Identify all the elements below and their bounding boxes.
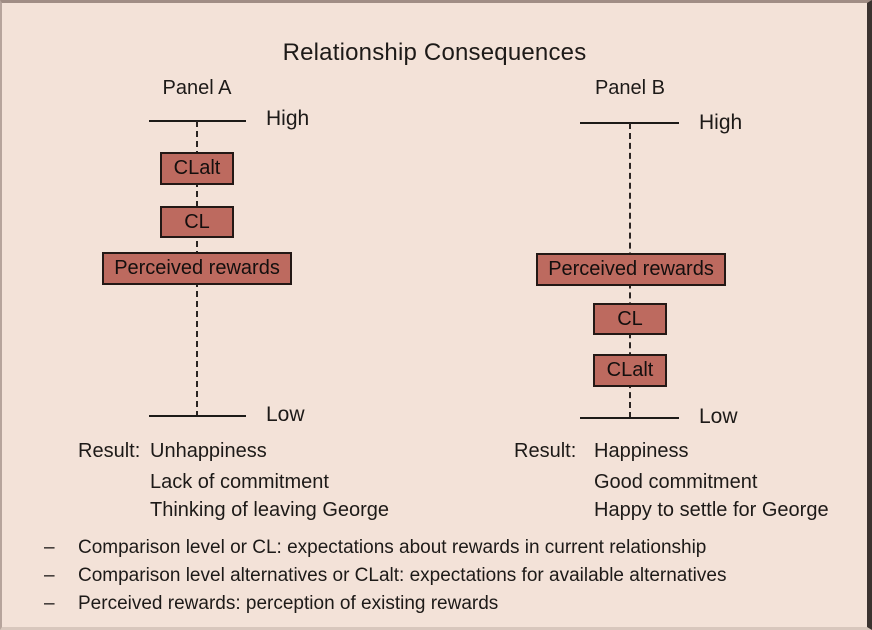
panel-b-box-cl[interactable]: CL	[593, 303, 667, 335]
panel-b-result-line-2: Good commitment	[594, 471, 758, 493]
legend-item: – Comparison level or CL: expectations a…	[44, 534, 844, 562]
panel-b-result-line-1: Happiness	[594, 440, 689, 462]
panel-b-low-label: Low	[699, 405, 738, 428]
panel-a-box-cl[interactable]: CL	[160, 206, 234, 238]
panel-a-low-tick	[149, 415, 246, 417]
panel-b-result-label: Result:	[514, 440, 577, 462]
legend-item-text: Perceived rewards: perception of existin…	[78, 593, 499, 614]
panel-b-box-clalt[interactable]: CLalt	[593, 354, 667, 387]
panel-a-box-perceived-rewards[interactable]: Perceived rewards	[102, 252, 292, 285]
panel-a-result-line-3: Thinking of leaving George	[150, 499, 390, 521]
legend-dash-icon: –	[44, 565, 55, 586]
legend-item-text: Comparison level or CL: expectations abo…	[78, 537, 707, 558]
panel-a-title: Panel A	[162, 77, 232, 99]
panel-a-result-line-2: Lack of commitment	[150, 471, 329, 493]
panel-b-box-perceived-rewards[interactable]: Perceived rewards	[536, 253, 726, 286]
panel-a-box-clalt[interactable]: CLalt	[160, 152, 234, 185]
panel-b-high-label: High	[699, 111, 743, 134]
panel-a-result-line-1: Unhappiness	[150, 440, 267, 462]
legend-item-text: Comparison level alternatives or CLalt: …	[78, 565, 727, 586]
panel-b-result-line-3: Happy to settle for George	[594, 499, 829, 521]
panel-b-title: Panel B	[594, 77, 666, 99]
panel-a-low-label: Low	[266, 403, 305, 426]
panel-b-low-tick	[580, 417, 679, 419]
legend-dash-icon: –	[44, 593, 55, 614]
figure-title: Relationship Consequences	[282, 39, 587, 66]
legend-list: – Comparison level or CL: expectations a…	[44, 534, 844, 618]
legend-dash-icon: –	[44, 537, 55, 558]
legend-item: – Perceived rewards: perception of exist…	[44, 590, 844, 618]
legend-item: – Comparison level alternatives or CLalt…	[44, 562, 844, 590]
panel-a-high-label: High	[266, 107, 310, 130]
panel-a-result-label: Result:	[78, 440, 141, 462]
